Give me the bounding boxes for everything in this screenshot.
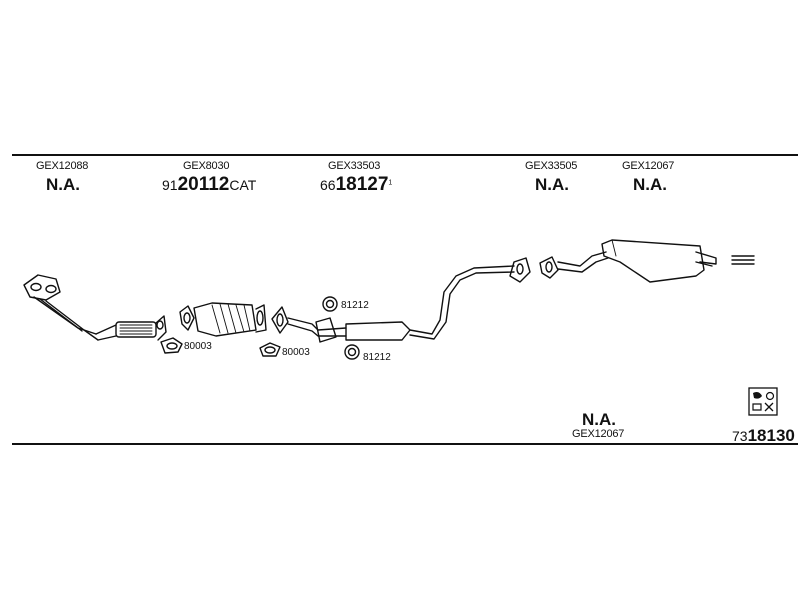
part-bold: 20112 [177,174,230,195]
na-label-gex33505: N.A. [535,175,569,194]
front-pipe [23,274,167,341]
callout-gasket-left: 80003 [184,341,212,352]
rear-silencer [539,239,717,283]
intermediate-pipe-with-silencer [271,257,531,343]
code-gex8030: GEX8030 [183,160,230,172]
part-sup: 1 [388,179,393,187]
code-gex33503: GEX33503 [328,160,381,172]
part-bold: 18127 [335,174,389,195]
footer-na-label: N.A. [582,410,616,429]
na-label-gex12088: N.A. [46,175,80,194]
part-number-catalyst: 9120112CAT [162,174,256,196]
callout-gasket-mid: 80003 [282,347,310,358]
footer-na-code: GEX12067 [572,428,625,440]
top-rule [12,154,798,156]
part-number-front-silencer: 66181271 [320,174,392,196]
mounting-kit-icon [748,387,778,416]
tail-pipe [731,255,755,265]
part-suffix: CAT [229,177,257,193]
catalytic-converter [179,302,267,337]
code-gex12088: GEX12088 [36,160,89,172]
part-prefix: 91 [162,177,178,193]
set-bold: 18130 [747,426,795,445]
set-prefix: 73 [732,428,748,444]
code-gex33505: GEX33505 [525,160,578,172]
code-gex12067: GEX12067 [622,160,675,172]
gasket-left [160,337,183,354]
part-prefix: 66 [320,177,336,193]
footer-set-number: 7318130 [732,426,795,446]
ring-bottom [344,344,360,360]
ring-top [322,296,338,312]
na-label-gex12067: N.A. [633,175,667,194]
gasket-mid [259,342,281,357]
callout-ring-top: 81212 [341,300,369,311]
bottom-rule [12,443,798,445]
callout-ring-bottom: 81212 [363,352,391,363]
